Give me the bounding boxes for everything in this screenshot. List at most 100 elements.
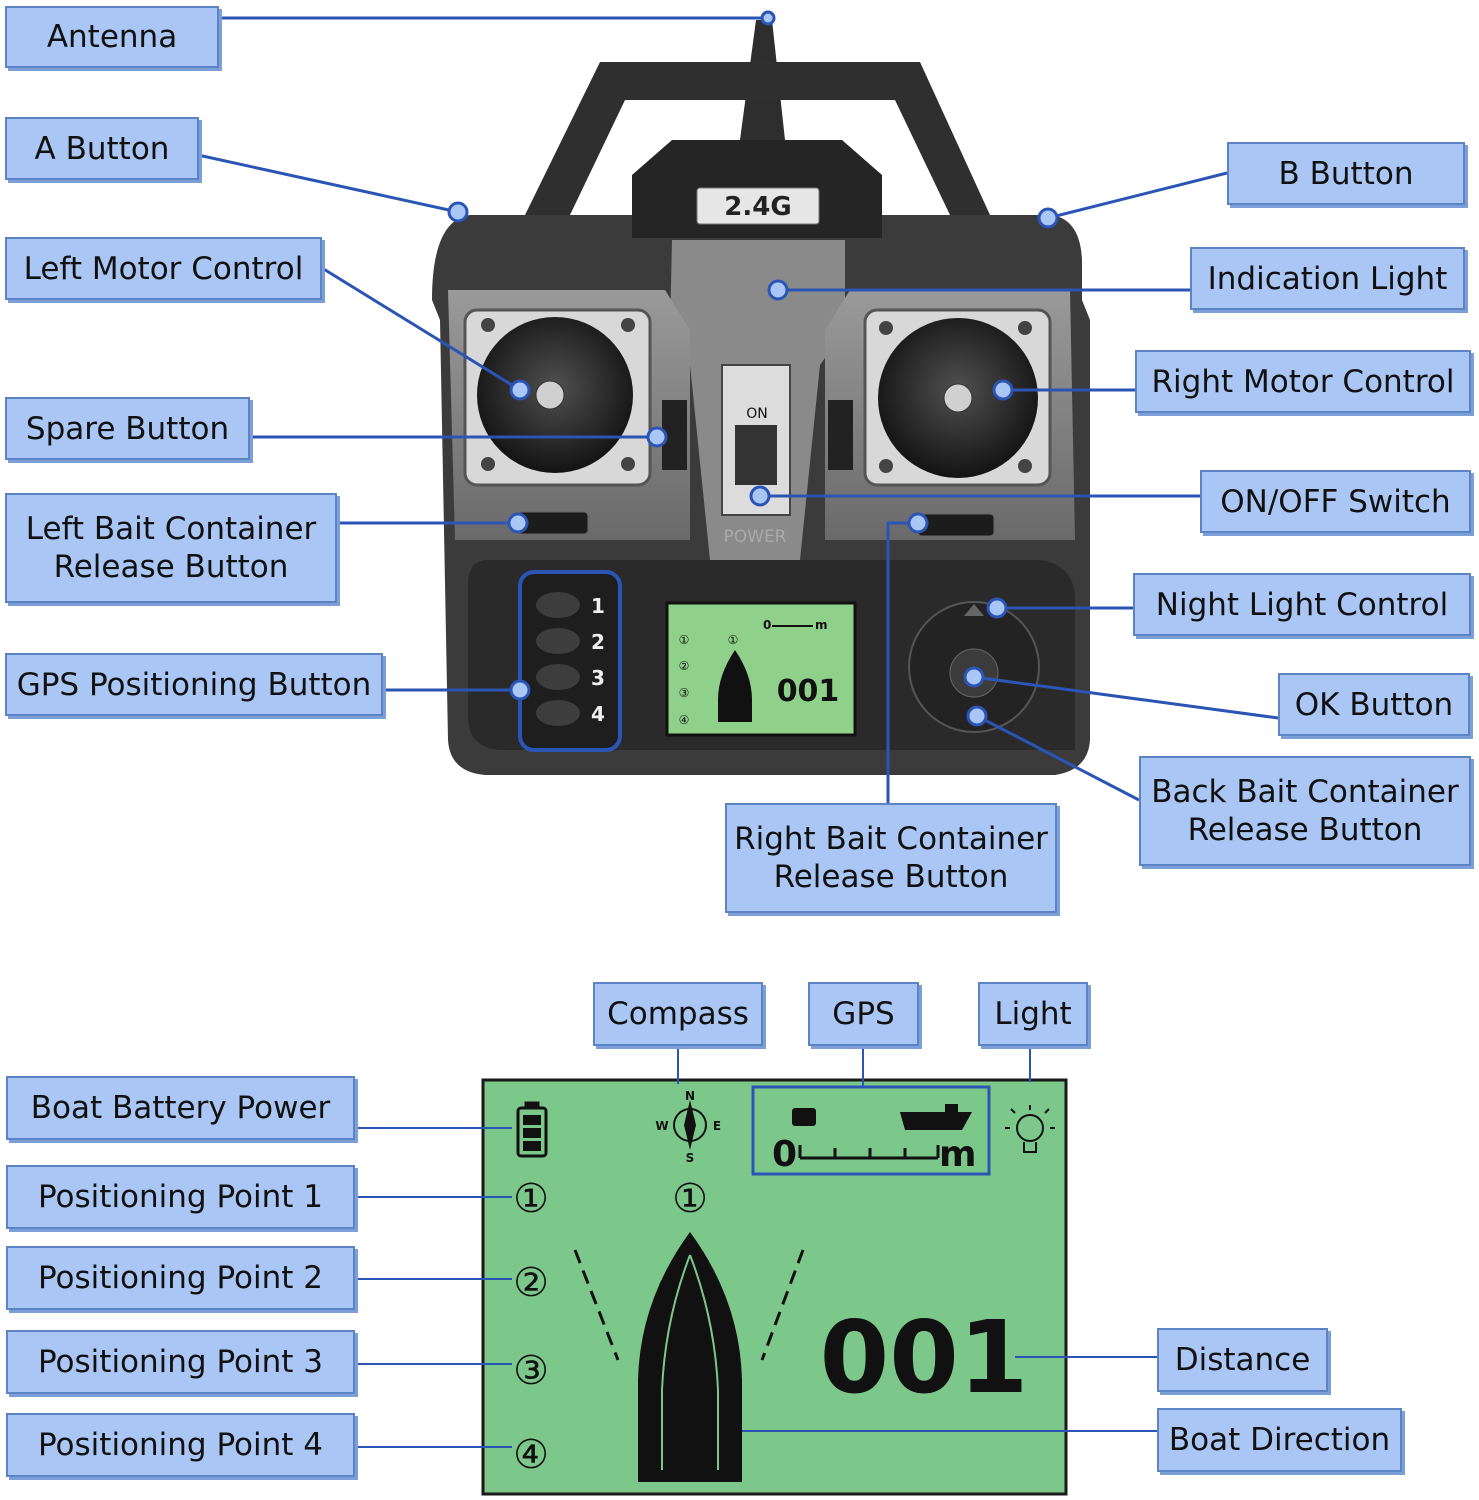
point-mark-1: ① <box>513 1176 549 1222</box>
heading-line-right <box>760 1249 805 1361</box>
leader-dots-top <box>447 10 1059 727</box>
label-point2-text: Positioning Point 2 <box>37 1260 324 1296</box>
mini-scale-start: 0 <box>763 618 771 632</box>
label-gps-text: GPS <box>832 996 895 1032</box>
label-right-bait-line2: Release Button <box>773 859 1009 895</box>
light-bulb-icon <box>1005 1105 1055 1153</box>
label-back-bait-line2: Release Button <box>1187 812 1423 848</box>
label-antenna: Antenna <box>5 6 219 68</box>
frequency-badge <box>696 187 820 225</box>
frequency-badge-text: 2.4G <box>724 192 791 222</box>
label-compass-text: Compass <box>607 996 749 1032</box>
label-point2: Positioning Point 2 <box>6 1246 355 1310</box>
power-text: POWER <box>724 527 787 547</box>
label-spare-button: Spare Button <box>5 397 250 460</box>
point-mark-3: ③ <box>513 1348 549 1394</box>
label-back-bait-line1: Back Bait Container <box>1151 774 1459 810</box>
label-direction-text: Boat Direction <box>1168 1422 1391 1458</box>
leader-lines-top <box>197 16 1279 803</box>
label-point4: Positioning Point 4 <box>6 1413 355 1477</box>
label-night-light: Night Light Control <box>1133 573 1471 636</box>
label-direction: Boat Direction <box>1157 1408 1402 1472</box>
label-left-bait-line1: Left Bait Container <box>25 511 317 547</box>
plate-screws <box>481 318 1032 473</box>
label-light-text: Light <box>994 996 1072 1032</box>
label-ok-button: OK Button <box>1278 673 1470 736</box>
label-point1-text: Positioning Point 1 <box>37 1179 324 1215</box>
power-switch-on-text: ON <box>746 406 768 422</box>
mini-lcd <box>665 601 857 737</box>
label-battery-text: Boat Battery Power <box>30 1090 331 1126</box>
mini-point-4: ④ <box>679 713 690 727</box>
label-indication-light-text: Indication Light <box>1207 260 1448 297</box>
scale-start: 0 <box>772 1134 797 1175</box>
label-indication-light: Indication Light <box>1190 247 1465 310</box>
label-right-bait-line1: Right Bait Container <box>734 821 1048 857</box>
label-distance-text: Distance <box>1174 1342 1311 1378</box>
mini-point-2: ② <box>679 659 690 673</box>
scale-bar <box>798 1145 940 1160</box>
gps-button-1[interactable] <box>536 592 580 618</box>
lcd-screen: N S E W 0 m ① ② ③ ④ ① 001 <box>481 1078 1068 1496</box>
label-b-button: B Button <box>1227 142 1465 205</box>
compass-point-mark: ① <box>672 1176 708 1222</box>
boat-inner-line <box>661 1254 719 1470</box>
label-point1: Positioning Point 1 <box>6 1165 355 1229</box>
label-point3-text: Positioning Point 3 <box>37 1344 324 1380</box>
label-left-motor: Left Motor Control <box>5 237 322 300</box>
label-right-motor: Right Motor Control <box>1135 350 1471 413</box>
gps-button-4[interactable] <box>536 700 580 726</box>
label-left-motor-text: Left Motor Control <box>23 250 304 287</box>
label-battery: Boat Battery Power <box>6 1076 355 1140</box>
label-compass: Compass <box>593 982 763 1046</box>
label-b-button-text: B Button <box>1278 155 1414 192</box>
gps-num-2: 2 <box>591 630 605 654</box>
label-point3: Positioning Point 3 <box>6 1330 355 1394</box>
label-spare-button-text: Spare Button <box>25 410 230 447</box>
label-a-button: A Button <box>5 117 199 180</box>
distance-value: 001 <box>820 1299 1029 1416</box>
gps-buttons <box>536 592 580 726</box>
gps-num-4: 4 <box>591 702 605 726</box>
gps-button-2[interactable] <box>536 628 580 654</box>
label-right-motor-text: Right Motor Control <box>1151 363 1455 400</box>
compass-w: W <box>655 1119 668 1133</box>
label-ok-button-text: OK Button <box>1294 686 1454 723</box>
right-trim <box>828 400 853 470</box>
mini-scale-unit: m <box>815 618 828 632</box>
label-distance: Distance <box>1157 1328 1328 1392</box>
mini-point-1: ① <box>679 633 690 647</box>
right-bait-switch <box>917 513 995 537</box>
compass-e: E <box>713 1119 721 1133</box>
label-light: Light <box>978 982 1088 1046</box>
compass-n: N <box>685 1089 695 1103</box>
mini-point-3: ③ <box>679 686 690 700</box>
gps-box <box>751 1085 991 1176</box>
transmitter: 2.4G ON POWER <box>432 20 1090 775</box>
left-stick-hub <box>535 380 565 410</box>
label-on-off: ON/OFF Switch <box>1200 470 1471 533</box>
gps-button-3[interactable] <box>536 664 580 690</box>
boat-shape <box>638 1232 742 1482</box>
right-stick-hub <box>943 383 973 413</box>
point-mark-4: ④ <box>513 1432 549 1478</box>
label-on-off-text: ON/OFF Switch <box>1220 483 1451 520</box>
handle <box>525 62 990 215</box>
power-switch-slider <box>735 425 777 485</box>
label-night-light-text: Night Light Control <box>1155 586 1449 623</box>
label-a-button-text: A Button <box>34 130 170 167</box>
remote-icon <box>792 1108 816 1126</box>
battery-icon <box>516 1101 548 1158</box>
leader-lines-bottom <box>355 1046 1157 1448</box>
ship-icon <box>900 1104 972 1130</box>
heading-line-left <box>573 1249 620 1361</box>
gps-num-3: 3 <box>591 666 605 690</box>
mini-boat <box>718 650 752 722</box>
gps-num-1: 1 <box>591 594 605 618</box>
label-left-bait-line2: Release Button <box>53 549 289 585</box>
dpad-up-arrow[interactable] <box>964 604 984 616</box>
scale-unit: m <box>939 1134 977 1175</box>
